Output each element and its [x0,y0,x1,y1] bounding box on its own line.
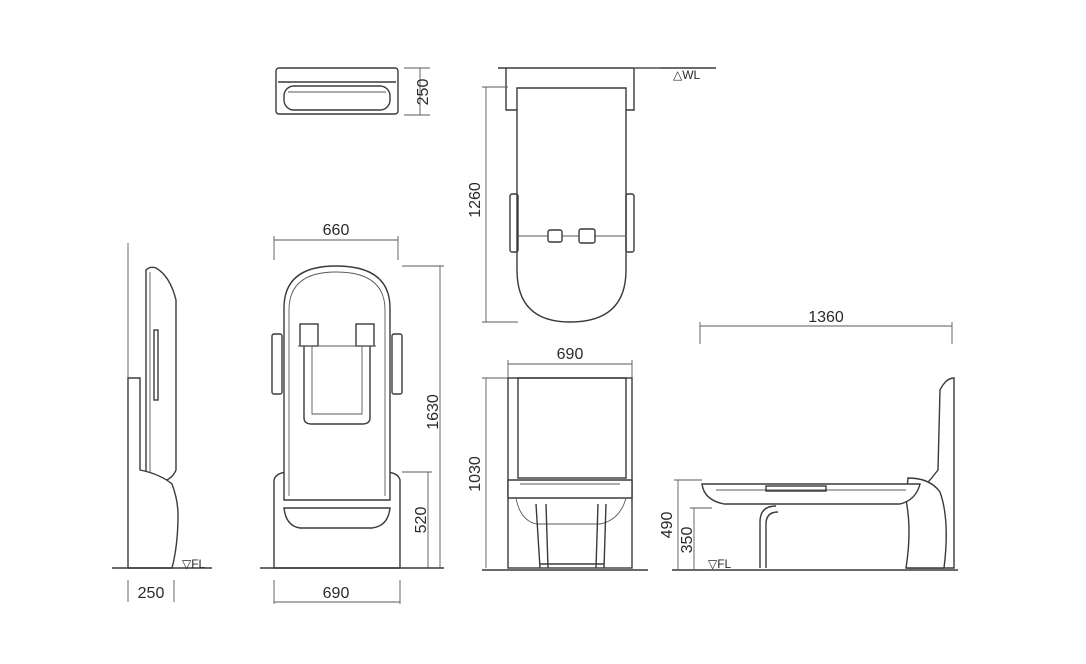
top-view [275,67,430,116]
wall-level-marker: △WL [673,68,701,82]
dim-top-depth: 250 [415,79,432,106]
dim-front-base-height: 520 [413,507,430,534]
dim-side-depth: 250 [138,585,165,602]
dim-front-height: 1630 [425,394,442,430]
dim-seat-height: 490 [659,512,676,539]
side-view [112,243,212,602]
dim-front-width: 660 [323,222,350,239]
dim-open-length: 1360 [808,309,844,326]
open-side-view [672,322,958,571]
dim-folded-height: 1030 [467,456,484,492]
dim-pedestal-height: 350 [679,527,696,554]
dim-wall-height: 1260 [467,182,484,218]
front-view [260,236,444,604]
floor-level-marker-open: ▽FL [708,557,732,571]
wall-elevation [482,67,716,323]
dim-front-base-width: 690 [323,585,350,602]
floor-level-marker-side: ▽FL [182,557,206,571]
folded-front-view [482,360,648,571]
dim-folded-width: 690 [557,346,584,363]
